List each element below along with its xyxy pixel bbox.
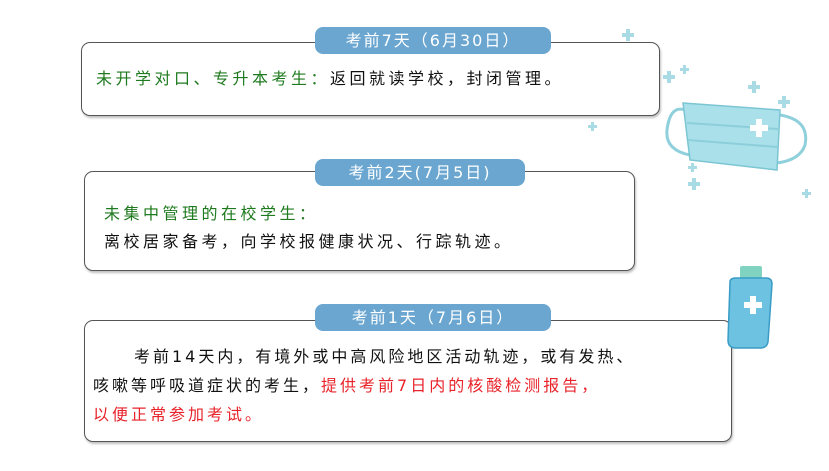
section-1-day-line2: 咳嗽等呼吸道症状的考生，提供考前7日内的核酸检测报告，	[93, 371, 600, 401]
section-1-day-box	[84, 320, 732, 442]
section-7-days-label: 考前7天（6月30日）	[315, 27, 551, 54]
section-1-day-line1: 考前14天内，有境外或中高风险地区活动轨迹，或有发热、	[134, 347, 636, 366]
section-7-days-highlight: 未开学对口、专升本考生：	[96, 69, 331, 88]
section-1-day-line3: 以便正常参加考试。	[93, 405, 265, 424]
section-7-days-text: 未开学对口、专升本考生：返回就读学校，封闭管理。	[96, 64, 564, 94]
section-2-days-box	[84, 171, 635, 271]
face-mask-icon	[665, 102, 808, 171]
section-1-day-label: 考前1天（7月6日）	[315, 304, 551, 331]
section-2-days-highlight: 未集中管理的在校学生：	[104, 204, 319, 223]
section-1-day-line2-red: 提供考前7日内的核酸检测报告，	[321, 376, 601, 395]
section-1-day-line2-plain: 咳嗽等呼吸道症状的考生，	[93, 376, 322, 395]
sanitizer-bottle-icon	[727, 266, 773, 349]
section-2-days-label: 考前2天(7月5日)	[315, 159, 525, 186]
section-2-days-body: 离校居家备考，向学校报健康状况、行踪轨迹。	[104, 232, 514, 251]
section-7-days-body: 返回就读学校，封闭管理。	[330, 69, 565, 88]
